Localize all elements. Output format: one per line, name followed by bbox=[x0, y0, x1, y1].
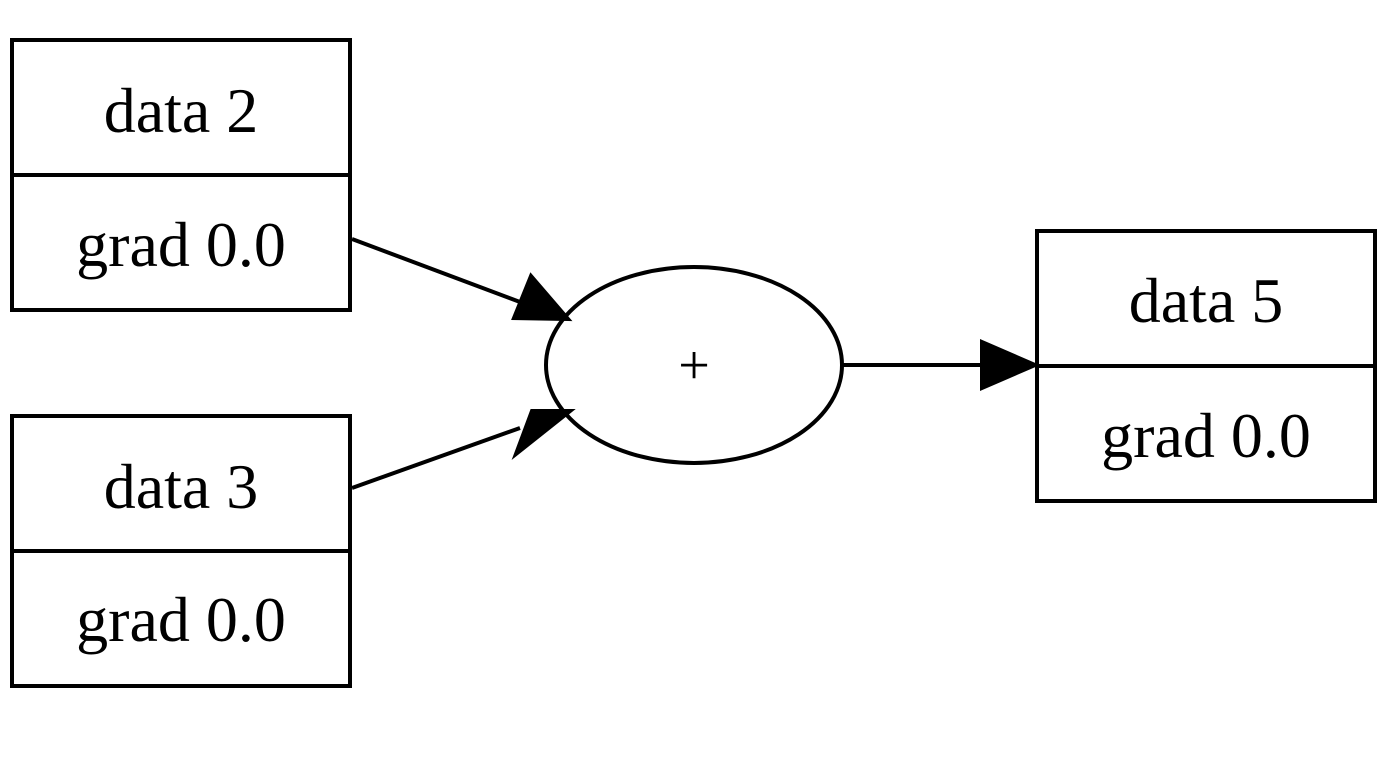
edge-data-2-to-op bbox=[351, 237, 573, 322]
edge-line bbox=[351, 237, 521, 304]
edge-data-3-to-op bbox=[351, 409, 576, 490]
node-grad-label: grad 0.0 bbox=[76, 209, 286, 280]
arrowhead-icon bbox=[980, 338, 1041, 392]
node-data-label: data 5 bbox=[1129, 265, 1284, 336]
value-node-data-5: data 5 grad 0.0 bbox=[1035, 229, 1377, 503]
node-grad-label: grad 0.0 bbox=[1101, 400, 1311, 471]
op-node-add: + bbox=[544, 265, 844, 465]
op-symbol: + bbox=[678, 335, 710, 397]
arrowhead-icon bbox=[511, 409, 576, 461]
node-data-label: data 2 bbox=[104, 75, 259, 146]
node-data-label: data 3 bbox=[104, 451, 259, 522]
node-grad-label: grad 0.0 bbox=[76, 584, 286, 655]
arrowhead-icon bbox=[511, 272, 573, 322]
value-node-data-3: data 3 grad 0.0 bbox=[10, 414, 352, 688]
edge-op-to-data-5 bbox=[842, 338, 1041, 392]
edge-line bbox=[351, 426, 521, 490]
value-node-data-2: data 2 grad 0.0 bbox=[10, 38, 352, 312]
